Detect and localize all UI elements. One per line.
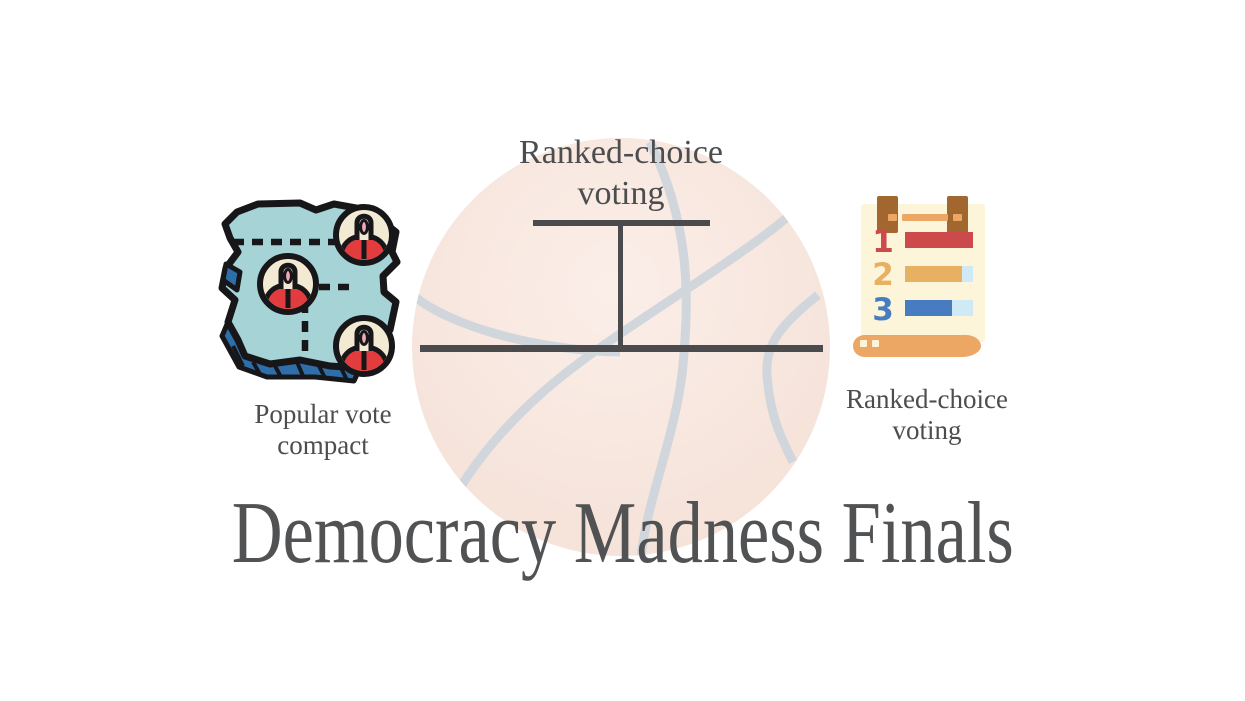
page-title: Democracy Madness Finals — [231, 485, 1014, 582]
voter-icon-top — [336, 207, 392, 263]
ballot-header-dashes — [888, 214, 962, 221]
voter-icon-bottom — [336, 318, 392, 374]
voter-icon-middle — [260, 256, 316, 312]
rank-2-number: 2 — [872, 257, 894, 293]
scroll-dot-1 — [860, 340, 867, 347]
rank-1-bar — [905, 232, 973, 248]
left-contender-label: Popular vote compact — [254, 399, 392, 461]
map-district-borders — [233, 238, 355, 362]
ranked-ballot-icon: 1 2 3 — [853, 196, 985, 357]
rank-3-bar — [905, 300, 952, 316]
scroll-dot-2 — [872, 340, 879, 347]
map-depth-hatches — [231, 345, 349, 381]
winner-label: Ranked-choice voting — [519, 134, 723, 213]
ballot-scroll-curl — [853, 334, 981, 357]
right-contender-label: Ranked-choice voting — [846, 384, 1008, 446]
rank-3-number: 3 — [872, 292, 894, 328]
bracket-base-line — [420, 345, 823, 352]
rank-2-bar — [905, 266, 962, 282]
title-row: Democracy Madness Finals — [0, 490, 1245, 578]
bracket-vertical-line — [618, 220, 623, 352]
ballot-tab-left — [877, 196, 898, 233]
map-left-wedge — [220, 261, 243, 293]
rank-1-number: 1 — [872, 224, 894, 260]
map-with-voters-icon — [218, 199, 401, 384]
